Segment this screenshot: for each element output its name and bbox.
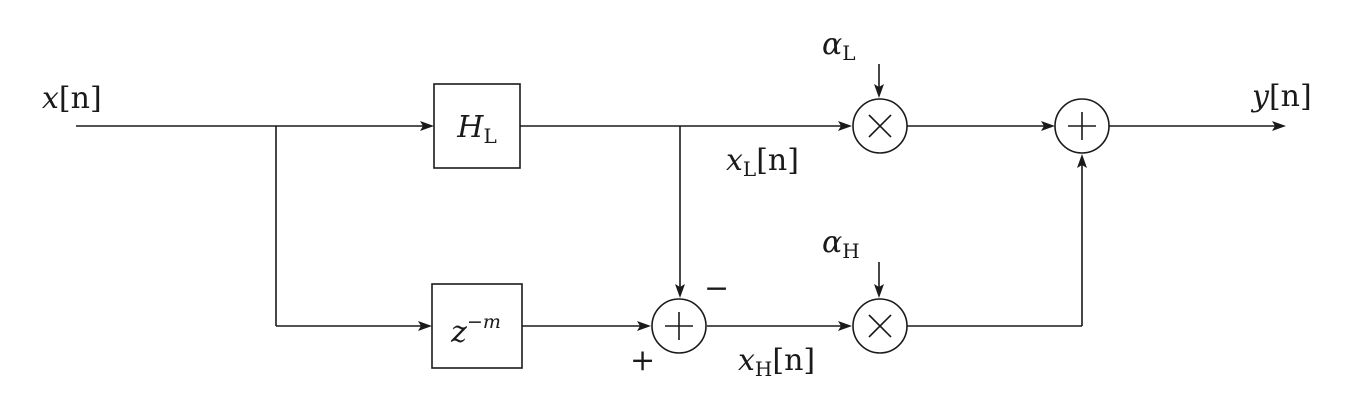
times-icon: [868, 114, 892, 138]
lowpass-filter-box: [433, 83, 521, 169]
output-signal-label: y[n]: [1250, 79, 1312, 114]
arrow-into-subtractor-top: [675, 284, 685, 298]
arrow-into-mult-top: [838, 121, 852, 131]
subtractor-minus-sign: −: [704, 271, 729, 306]
input-signal-label: x[n]: [42, 81, 102, 116]
subtractor-plus-sign: +: [630, 343, 655, 378]
lowpass-filter-label: HL: [456, 110, 496, 148]
arrow-output: [1272, 121, 1286, 131]
delay-box: [431, 283, 523, 369]
arrow-into-mult-bottom: [838, 321, 852, 331]
arrow-alpha-low: [874, 84, 884, 98]
highpass-output-label: xH[n]: [738, 343, 815, 381]
plus-icon: [1068, 112, 1096, 140]
arrow-into-adder-bottom: [1077, 154, 1087, 168]
arrow-alpha-high: [874, 284, 884, 298]
subtractor-node: [651, 298, 707, 354]
plus-icon: [665, 312, 693, 340]
output-adder-node: [1054, 98, 1110, 154]
times-icon: [868, 314, 892, 338]
wires: [76, 64, 1278, 327]
arrow-into-adder-left: [1041, 121, 1055, 131]
multiplier-top-node: [852, 98, 908, 154]
delay-block: z−m: [431, 283, 523, 369]
arrow-into-delay: [418, 321, 432, 331]
lowpass-output-label: xL[n]: [726, 143, 799, 181]
arrowheads: [418, 84, 1286, 331]
arrow-into-lowpass: [420, 121, 434, 131]
arrow-into-subtractor-left: [637, 321, 651, 331]
lowpass-filter-block: HL: [433, 83, 521, 169]
multiplier-bottom-node: [852, 298, 908, 354]
gain-alpha-low-label: αL: [822, 27, 856, 65]
delay-label: z−m: [450, 311, 501, 350]
gain-alpha-high-label: αH: [822, 225, 860, 263]
